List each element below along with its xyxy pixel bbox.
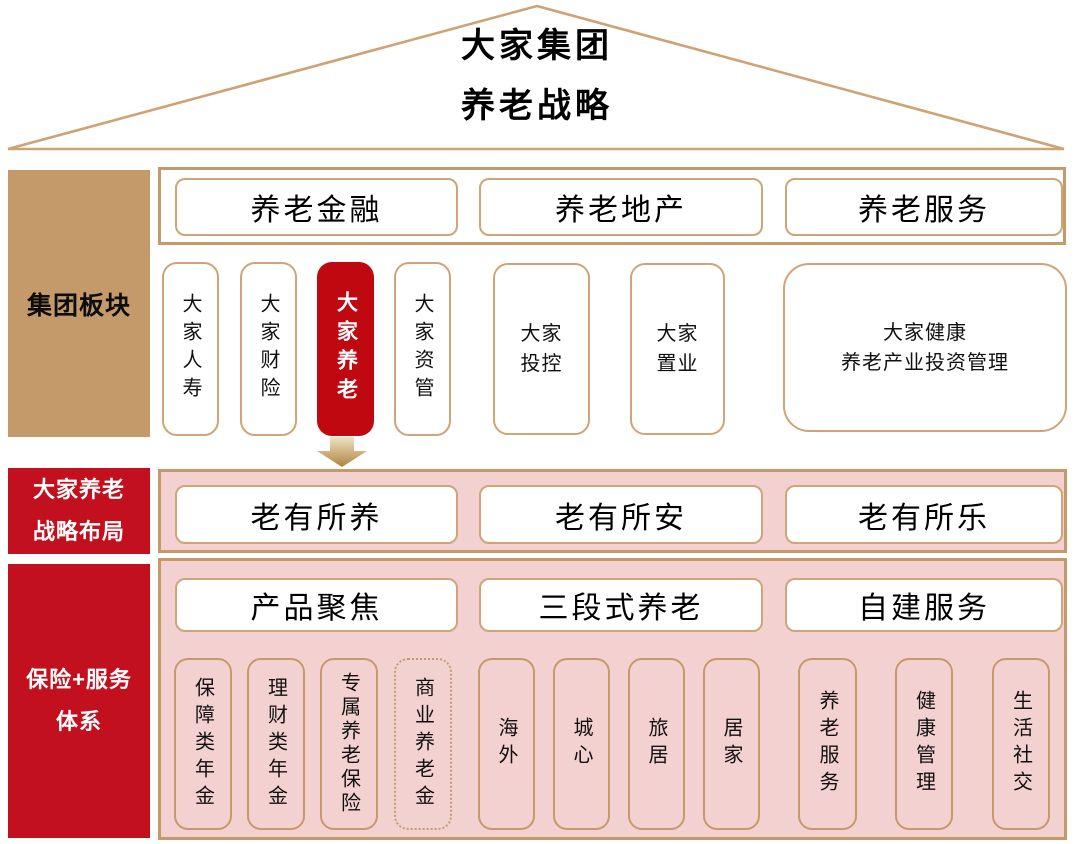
system-header-self-built-service: 自建服务 (785, 578, 1063, 632)
strategy-box-security: 老有所安 (479, 485, 763, 544)
sidebar-insurance-service-system-label: 保险+服务 体系 (8, 564, 150, 838)
company-health-industry: 大家健康 养老产业投资管理 (783, 263, 1067, 432)
company-real-estate: 大家 置业 (630, 263, 725, 435)
sector-pension-realestate: 养老地产 (479, 178, 763, 236)
company-investment-holding: 大家 投控 (493, 263, 590, 435)
sector-pension-service: 养老服务 (785, 178, 1063, 236)
mode-city-center: 城心 (553, 658, 610, 830)
product-wealth-annuity: 理财类年金 (247, 658, 305, 830)
service-elderly-care: 养老服务 (798, 658, 857, 830)
system-header-product-focus: 产品聚焦 (175, 578, 458, 632)
product-guaranteed-annuity: 保障类年金 (174, 658, 232, 830)
sector-pension-finance: 养老金融 (175, 178, 458, 236)
page-title: 大家集团 养老战略 (461, 27, 613, 125)
sidebar-group-sector-label: 集团板块 (8, 170, 150, 437)
strategy-box-care: 老有所养 (175, 485, 458, 544)
mode-overseas: 海外 (478, 658, 535, 830)
product-commercial-pension: 商业养老金 (394, 658, 452, 830)
mode-travel-living: 旅居 (628, 658, 685, 830)
company-asset-management: 大家资管 (394, 262, 451, 436)
mode-home: 居家 (703, 658, 760, 830)
product-exclusive-pension-insurance: 专属养老保险 (320, 658, 378, 830)
down-arrow-icon (317, 437, 367, 467)
company-property-insurance: 大家财险 (240, 262, 297, 436)
strategy-box-joy: 老有所乐 (785, 485, 1063, 544)
company-pension-highlighted: 大家养老 (317, 262, 374, 436)
service-health-management: 健康管理 (895, 658, 953, 830)
service-life-social: 生活社交 (992, 658, 1050, 830)
roof-outline-icon (7, 4, 1065, 151)
sidebar-pension-strategy-label: 大家养老 战略布局 (8, 468, 150, 554)
system-header-three-stage-pension: 三段式养老 (479, 578, 763, 632)
company-life-insurance: 大家人寿 (162, 262, 219, 436)
